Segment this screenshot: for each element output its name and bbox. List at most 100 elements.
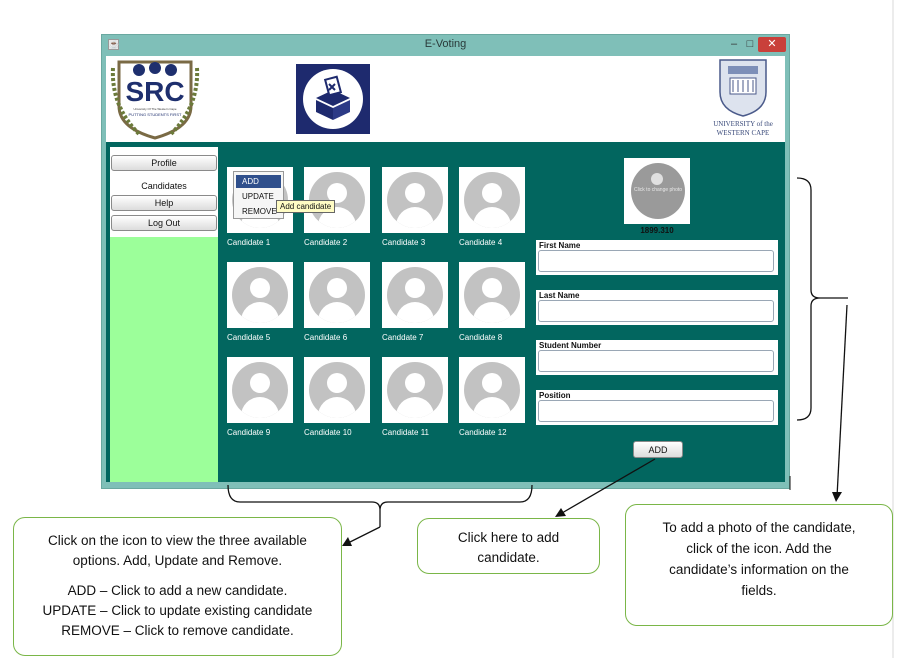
photo-placeholder[interactable]: Click to change photo xyxy=(631,163,685,219)
candidate-tile[interactable] xyxy=(227,357,293,423)
candidate-tile[interactable] xyxy=(459,262,525,328)
src-logo-motto: PUTTING STUDENTS FIRST xyxy=(128,112,182,117)
left-callout-update: UPDATE – Click to update existing candid… xyxy=(42,603,313,618)
position-input[interactable] xyxy=(538,400,774,422)
right-callout-line1: To add a photo of the candidate, xyxy=(662,520,856,535)
student-number-input[interactable] xyxy=(538,350,774,372)
right-callout-line4: fields. xyxy=(741,583,777,598)
candidate-label: Candidate 5 xyxy=(227,333,271,342)
middle-callout-line1: Click here to add xyxy=(457,530,560,545)
window-title: E-Voting xyxy=(424,38,467,50)
ballot-box-logo xyxy=(296,64,370,134)
candidate-label: Candidate 2 xyxy=(304,238,348,247)
candidate-context-menu: ADD UPDATE REMOVE xyxy=(233,171,284,219)
menu-item-update[interactable]: UPDATE xyxy=(242,192,274,201)
candidate-label: Candidate 10 xyxy=(304,428,352,437)
first-name-group: First Name xyxy=(536,240,778,275)
close-button[interactable]: ✕ xyxy=(758,37,786,52)
camera-icon xyxy=(651,173,663,185)
middle-arrow xyxy=(561,458,656,514)
left-callout-line2: options. Add, Update and Remove. xyxy=(72,553,283,568)
user-avatar-icon[interactable] xyxy=(309,267,365,323)
candidate-tile[interactable] xyxy=(382,262,448,328)
left-callout: Click on the icon to view the three avai… xyxy=(13,517,342,656)
user-avatar-icon[interactable] xyxy=(387,362,443,418)
candidate-tile[interactable] xyxy=(382,167,448,233)
candidate-label: Candidate 6 xyxy=(304,333,348,342)
candidate-tile[interactable] xyxy=(304,357,370,423)
first-name-label: First Name xyxy=(539,241,581,250)
photo-size-readout: 1899.310 xyxy=(640,226,674,235)
user-avatar-icon[interactable] xyxy=(232,267,288,323)
add-candidate-button[interactable]: ADD xyxy=(633,441,683,458)
candidate-tile[interactable] xyxy=(459,167,525,233)
right-callout: To add a photo of the candidate, click o… xyxy=(625,504,893,626)
student-number-group: Student Number xyxy=(536,340,778,375)
minimize-button[interactable]: – xyxy=(730,38,738,50)
last-name-input[interactable] xyxy=(538,300,774,322)
last-name-label: Last Name xyxy=(539,291,580,300)
candidate-tile[interactable] xyxy=(382,357,448,423)
candidate-label: Candidate 11 xyxy=(382,428,429,437)
main-panel: Profile Candidates Help Log Out Candidat… xyxy=(106,142,785,482)
e-voting-window: ☕ E-Voting – □ ✕ SRC University Of The W… xyxy=(101,34,790,489)
last-name-group: Last Name xyxy=(536,290,778,325)
src-logo-text: SRC xyxy=(125,76,185,107)
user-avatar-icon[interactable] xyxy=(387,172,443,228)
menu-item-add[interactable]: ADD xyxy=(236,175,281,188)
position-group: Position xyxy=(536,390,778,425)
user-avatar-icon[interactable] xyxy=(464,267,520,323)
photo-hint: Click to change photo xyxy=(633,187,683,193)
right-callout-line3: candidate’s information on the xyxy=(669,562,849,577)
user-avatar-icon[interactable] xyxy=(232,362,288,418)
maximize-button[interactable]: □ xyxy=(746,38,754,50)
uwc-name-line1: UNIVERSITY of the xyxy=(713,120,773,128)
candidate-label: Candidate 12 xyxy=(459,428,507,437)
add-candidate-tooltip: Add candidate xyxy=(276,200,336,213)
left-callout-add: ADD – Click to add a new candidate. xyxy=(67,583,288,598)
candidate-label: Candidate 4 xyxy=(459,238,503,247)
sidebar-item-log-out[interactable]: Log Out xyxy=(111,215,217,231)
candidate-photo-picker[interactable]: Click to change photo xyxy=(624,158,690,224)
candidate-label: Candidate 1 xyxy=(227,238,271,247)
position-label: Position xyxy=(539,391,571,400)
candidate-label: Canddate 7 xyxy=(382,333,424,342)
form-bracket xyxy=(796,177,821,421)
src-logo: SRC University Of The Western Cape PUTTI… xyxy=(109,56,201,140)
candidate-tile[interactable] xyxy=(227,262,293,328)
first-name-input[interactable] xyxy=(538,250,774,272)
candidate-tile[interactable] xyxy=(304,262,370,328)
src-logo-subtitle: University Of The Western Cape xyxy=(133,107,177,111)
app-icon: ☕ xyxy=(108,39,119,50)
middle-callout: Click here to add candidate. xyxy=(417,518,600,574)
src-crest-icon xyxy=(110,60,200,140)
sidebar-item-profile[interactable]: Profile xyxy=(111,155,217,171)
ballot-box-icon xyxy=(303,69,363,129)
title-bar[interactable]: ☕ E-Voting – □ ✕ xyxy=(102,35,789,56)
menu-item-remove[interactable]: REMOVE xyxy=(242,207,277,216)
uwc-logo: UNIVERSITY of the WESTERN CAPE xyxy=(704,58,782,140)
header-banner: SRC University Of The Western Cape PUTTI… xyxy=(106,56,785,142)
user-avatar-icon[interactable] xyxy=(387,267,443,323)
sidebar-item-candidates[interactable]: Candidates xyxy=(141,181,187,191)
candidate-label: Candidate 8 xyxy=(459,333,503,342)
left-callout-line1: Click on the icon to view the three avai… xyxy=(48,533,307,548)
uwc-crest-icon xyxy=(719,59,767,117)
left-arrow xyxy=(349,526,381,543)
user-avatar-icon[interactable] xyxy=(464,362,520,418)
grid-bracket xyxy=(227,484,533,511)
student-number-label: Student Number xyxy=(539,341,602,350)
right-callout-line2: click of the icon. Add the xyxy=(686,541,832,556)
candidate-label: Candidate 3 xyxy=(382,238,426,247)
candidate-tile[interactable] xyxy=(459,357,525,423)
candidate-label: Candidate 9 xyxy=(227,428,271,437)
sidebar-item-help[interactable]: Help xyxy=(111,195,217,211)
user-avatar-icon[interactable] xyxy=(309,362,365,418)
sidebar-panel xyxy=(110,237,218,482)
right-arrow xyxy=(836,304,848,498)
left-callout-remove: REMOVE – Click to remove candidate. xyxy=(61,623,294,638)
uwc-name-line2: WESTERN CAPE xyxy=(716,129,770,137)
middle-callout-line2: candidate. xyxy=(477,550,540,565)
user-avatar-icon[interactable] xyxy=(464,172,520,228)
